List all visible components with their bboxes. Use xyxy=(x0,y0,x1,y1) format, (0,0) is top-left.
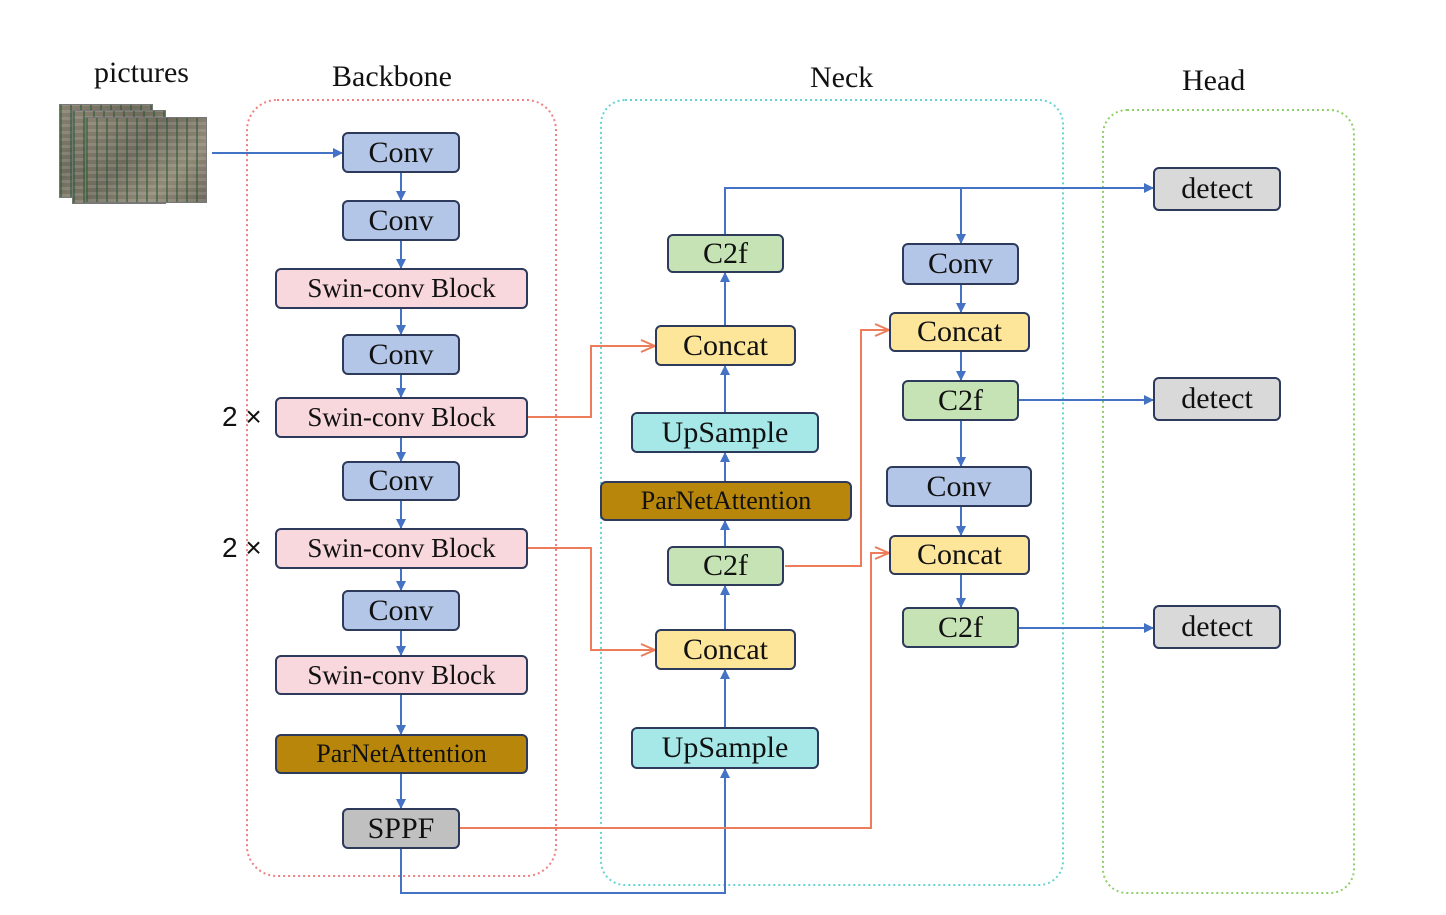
backbone-swin-conv-block-1: Swin-conv Block xyxy=(275,268,528,309)
neck-c2f-mid: C2f xyxy=(667,546,784,586)
backbone-parnet-attention: ParNetAttention xyxy=(275,734,528,774)
neck-concat-upper: Concat xyxy=(655,325,796,366)
arrow-c2f-detect1 xyxy=(724,183,1154,234)
backbone-conv-2: Conv xyxy=(342,200,460,241)
pictures-header: pictures xyxy=(94,56,189,89)
backbone-conv-1: Conv xyxy=(342,132,460,173)
head-container xyxy=(1102,109,1355,894)
neck-c2f-top: C2f xyxy=(667,234,784,273)
arrow-sppf-upsample xyxy=(400,768,730,894)
backbone-conv-3: Conv xyxy=(342,334,460,375)
head-detect-3: detect xyxy=(1153,605,1281,649)
backbone-header: Backbone xyxy=(332,60,452,93)
backbone-conv-5: Conv xyxy=(342,590,460,631)
head-header: Head xyxy=(1182,64,1246,97)
neck-concat-lower: Concat xyxy=(655,629,796,670)
neck-concat-right-1: Concat xyxy=(889,312,1030,352)
neck-upsample-lower: UpSample xyxy=(631,727,819,769)
neck-c2f-right-2: C2f xyxy=(902,607,1019,648)
neck-conv-right-2: Conv xyxy=(886,466,1032,507)
backbone-conv-4: Conv xyxy=(342,461,460,501)
neck-c2f-right-1: C2f xyxy=(902,380,1019,421)
backbone-swin-conv-block-2: Swin-conv Block xyxy=(275,397,528,438)
skip-c2f-concat-r1 xyxy=(785,330,889,567)
neck-conv-right-1: Conv xyxy=(902,243,1019,285)
skip-swin2-concat-upper xyxy=(527,346,655,418)
skip-sppf-concat-r2 xyxy=(460,553,889,829)
head-detect-2: detect xyxy=(1153,377,1281,421)
neck-header: Neck xyxy=(810,61,874,94)
backbone-swin-conv-block-3: Swin-conv Block xyxy=(275,528,528,569)
neck-concat-right-2: Concat xyxy=(889,535,1030,575)
backbone-swin-conv-block-4: Swin-conv Block xyxy=(275,655,528,695)
backbone-sppf: SPPF xyxy=(342,808,460,849)
neck-parnet-attention: ParNetAttention xyxy=(600,481,852,521)
skip-swin3-concat-lower xyxy=(527,547,655,650)
repeat-multiplier-1: 2 × xyxy=(222,401,262,432)
input-image-3 xyxy=(85,117,207,203)
repeat-multiplier-2: 2 × xyxy=(222,532,262,563)
head-detect-1: detect xyxy=(1153,167,1281,211)
neck-upsample-upper: UpSample xyxy=(631,412,819,453)
